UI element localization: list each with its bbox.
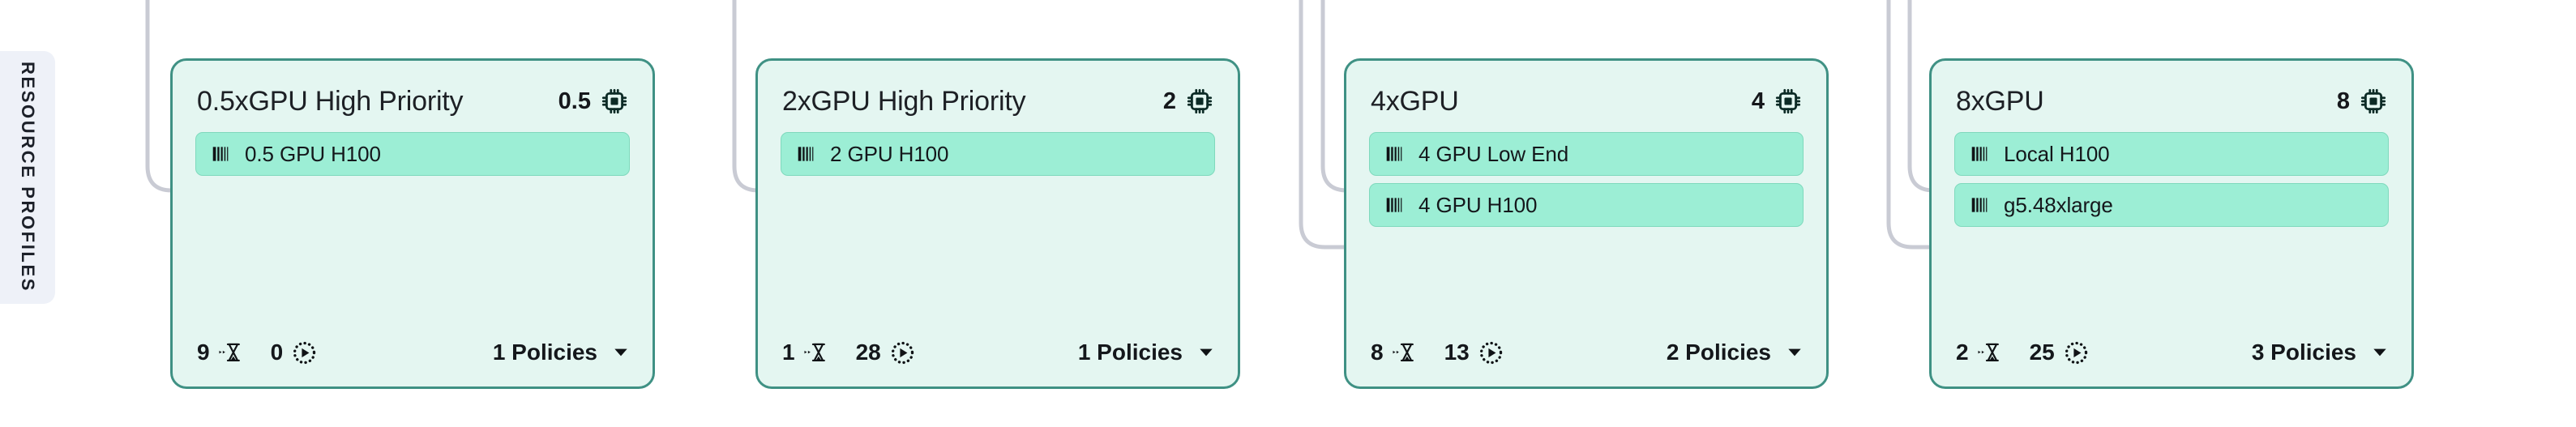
card-stats: 1 28 — [782, 339, 915, 365]
policies-dropdown[interactable]: 3 Policies — [2252, 339, 2389, 365]
running-count: 28 — [855, 339, 881, 365]
gpu-count: 2 — [1163, 88, 1213, 115]
card-title: 0.5xGPU High Priority — [197, 85, 464, 117]
queued-count: 1 — [782, 339, 795, 365]
signal-bars-icon — [1386, 198, 1402, 212]
chevron-down-icon — [1788, 348, 1801, 357]
node-pool-pill-stack: Local H100 g5.48xlarge — [1932, 124, 2411, 335]
node-pool-label: 4 GPU H100 — [1419, 192, 1538, 217]
hourglass-in-motion-icon — [1393, 343, 1414, 362]
queued-count: 8 — [1371, 339, 1384, 365]
policies-label: 1 Policies — [1077, 339, 1183, 365]
policies-label: 1 Policies — [492, 339, 597, 365]
running-stat: 25 — [2030, 339, 2089, 365]
cpu-chip-icon — [2360, 88, 2386, 114]
node-pool-pill[interactable]: 0.5 GPU H100 — [195, 132, 630, 176]
gpu-count-value: 0.5 — [558, 88, 591, 114]
queued-stat: 1 — [782, 339, 828, 365]
node-pool-label: g5.48xlarge — [2004, 192, 2113, 217]
card-header: 2xGPU High Priority 2 — [758, 61, 1238, 124]
gpu-count: 4 — [1752, 88, 1802, 115]
resource-profile-card[interactable]: 2xGPU High Priority 2 — [755, 58, 1240, 389]
card-header: 4xGPU 4 — [1346, 61, 1826, 124]
chevron-down-icon — [1200, 348, 1213, 357]
card-footer: 9 0 — [173, 335, 653, 386]
hourglass-in-motion-icon — [804, 343, 825, 362]
resource-profile-card[interactable]: 4xGPU 4 — [1344, 58, 1829, 389]
policies-label: 3 Policies — [2251, 339, 2356, 365]
node-pool-label: Local H100 — [2004, 141, 2110, 166]
resource-profiles-rail-label: RESOURCE PROFILES — [0, 51, 55, 304]
chevron-down-icon — [614, 348, 627, 357]
node-pool-pill[interactable]: Local H100 — [1954, 132, 2389, 176]
signal-bars-icon — [798, 147, 814, 161]
policies-dropdown[interactable]: 1 Policies — [493, 339, 630, 365]
policies-dropdown[interactable]: 1 Policies — [1078, 339, 1215, 365]
gpu-count: 0.5 — [558, 88, 628, 115]
queued-count: 2 — [1956, 339, 1969, 365]
card-stats: 8 13 — [1371, 339, 1504, 365]
card-title: 2xGPU High Priority — [782, 85, 1026, 117]
gpu-count-value: 2 — [1162, 88, 1176, 114]
running-stat: 13 — [1444, 339, 1504, 365]
hourglass-in-motion-icon — [1978, 343, 1999, 362]
card-header: 8xGPU 8 — [1932, 61, 2411, 124]
signal-bars-icon — [212, 147, 229, 161]
dotted-circle-play-icon — [891, 341, 914, 364]
hourglass-in-motion-icon — [219, 343, 240, 362]
cpu-chip-icon — [601, 88, 627, 114]
signal-bars-icon — [1971, 198, 1988, 212]
card-title: 8xGPU — [1956, 85, 2044, 117]
running-count: 13 — [1444, 339, 1470, 365]
node-pool-pill[interactable]: 4 GPU Low End — [1369, 132, 1804, 176]
card-footer: 1 28 — [758, 335, 1238, 386]
card-footer: 8 13 — [1346, 335, 1826, 386]
card-title: 4xGPU — [1371, 85, 1459, 117]
node-pool-pill-stack: 4 GPU Low End 4 GPU H100 — [1346, 124, 1826, 335]
rail-label-text: RESOURCE PROFILES — [18, 62, 38, 293]
policies-label: 2 Policies — [1666, 339, 1771, 365]
queued-stat: 8 — [1371, 339, 1417, 365]
resource-profile-card[interactable]: 8xGPU 8 — [1929, 58, 2414, 389]
cpu-chip-icon — [1775, 88, 1801, 114]
node-pool-pill[interactable]: 4 GPU H100 — [1369, 183, 1804, 227]
node-pool-pill[interactable]: g5.48xlarge — [1954, 183, 2389, 227]
resource-profile-card[interactable]: 0.5xGPU High Priority 0.5 — [170, 58, 655, 389]
node-pool-pill-stack: 2 GPU H100 — [758, 124, 1238, 335]
dotted-circle-play-icon — [2065, 341, 2087, 364]
node-pool-pill[interactable]: 2 GPU H100 — [781, 132, 1215, 176]
node-pool-label: 4 GPU Low End — [1419, 141, 1569, 166]
signal-bars-icon — [1971, 147, 1988, 161]
running-stat: 28 — [856, 339, 915, 365]
card-stats: 2 25 — [1956, 339, 2089, 365]
node-pool-label: 2 GPU H100 — [830, 141, 949, 166]
card-stats: 9 0 — [197, 339, 317, 365]
queued-stat: 2 — [1956, 339, 2002, 365]
running-count: 25 — [2029, 339, 2055, 365]
card-footer: 2 25 — [1932, 335, 2411, 386]
chevron-down-icon — [2373, 348, 2386, 357]
cpu-chip-icon — [1187, 88, 1213, 114]
gpu-count: 8 — [2337, 88, 2387, 115]
dotted-circle-play-icon — [293, 341, 316, 364]
queued-count: 9 — [197, 339, 210, 365]
signal-bars-icon — [1386, 147, 1402, 161]
dotted-circle-play-icon — [1479, 341, 1502, 364]
node-pool-label: 0.5 GPU H100 — [245, 141, 381, 166]
running-count: 0 — [270, 339, 284, 365]
gpu-count-value: 4 — [1751, 88, 1765, 114]
node-pool-pill-stack: 0.5 GPU H100 — [173, 124, 653, 335]
running-stat: 0 — [271, 339, 318, 365]
card-header: 0.5xGPU High Priority 0.5 — [173, 61, 653, 124]
gpu-count-value: 8 — [2336, 88, 2350, 114]
policies-dropdown[interactable]: 2 Policies — [1667, 339, 1804, 365]
queued-stat: 9 — [197, 339, 243, 365]
